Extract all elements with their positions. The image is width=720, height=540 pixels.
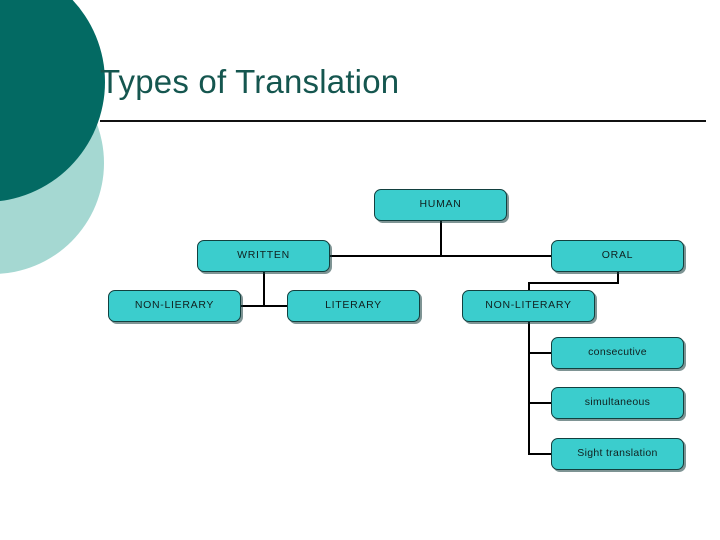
node-human[interactable]: HUMAN bbox=[374, 189, 507, 221]
node-sight-translation[interactable]: Sight translation bbox=[551, 438, 684, 470]
connector-written-to-spine bbox=[263, 272, 265, 306]
connector-oral-left bbox=[528, 282, 619, 284]
title-underline-divider bbox=[100, 120, 706, 122]
connector-spine-written-oral bbox=[330, 255, 551, 257]
node-written[interactable]: WRITTEN bbox=[197, 240, 330, 272]
page-title: Types of Translation bbox=[100, 63, 400, 100]
connector-branch-consecutive bbox=[528, 352, 551, 354]
connector-non-literary-trunk bbox=[528, 322, 530, 454]
node-non-literary[interactable]: NON-LITERARY bbox=[462, 290, 595, 322]
connector-branch-sight-translation bbox=[528, 453, 551, 455]
connector-branch-simultaneous bbox=[528, 402, 551, 404]
connector-oral-down bbox=[617, 272, 619, 284]
node-consecutive[interactable]: consecutive bbox=[551, 337, 684, 369]
node-simultaneous[interactable]: simultaneous bbox=[551, 387, 684, 419]
connector-spine-written-children bbox=[241, 305, 287, 307]
node-non-lierary[interactable]: NON-LIERARY bbox=[108, 290, 241, 322]
node-oral[interactable]: ORAL bbox=[551, 240, 684, 272]
connector-human-to-spine bbox=[440, 221, 442, 256]
node-literary[interactable]: LITERARY bbox=[287, 290, 420, 322]
